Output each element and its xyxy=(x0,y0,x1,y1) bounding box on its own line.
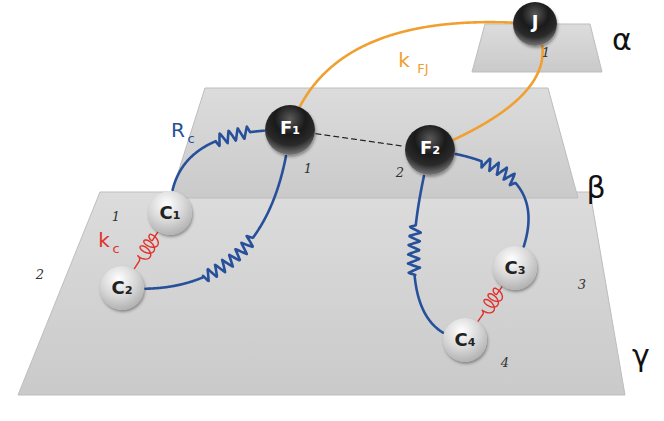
coupling-arc xyxy=(300,22,512,106)
dark-sphere: J xyxy=(513,2,557,46)
level-letter: β xyxy=(586,173,605,203)
resistance-symbol: R xyxy=(171,120,185,140)
dashed-link xyxy=(316,134,404,147)
light-sphere: C₄ xyxy=(443,318,487,362)
resistor-link xyxy=(408,176,443,333)
spring-constant-symbol: k xyxy=(98,230,110,250)
level-letter: γ xyxy=(632,341,650,371)
resistor-link xyxy=(173,127,264,190)
sphere-label: F₂ xyxy=(420,139,440,157)
beta-plane xyxy=(170,88,578,198)
resistance-subscript: c xyxy=(187,132,194,145)
resistor-link xyxy=(146,156,286,289)
gamma-plane xyxy=(18,192,625,395)
dark-sphere: F₁ xyxy=(265,105,315,155)
plane-index: 3 xyxy=(578,278,586,291)
spring-link xyxy=(134,233,158,269)
light-sphere: C₂ xyxy=(100,266,144,310)
sphere-label: F₁ xyxy=(280,119,300,137)
sphere-label: C₁ xyxy=(159,204,180,222)
plane-index: 2 xyxy=(396,166,404,179)
spring-constant-subscript: FJ xyxy=(417,62,428,75)
spring-link xyxy=(478,287,502,321)
dark-sphere: F₂ xyxy=(405,125,455,175)
level-letter: α xyxy=(612,25,632,55)
light-sphere: C₁ xyxy=(148,191,192,235)
plane-index: 4 xyxy=(501,356,509,369)
sphere-label: C₄ xyxy=(454,331,475,349)
sphere-label: C₂ xyxy=(111,279,132,297)
sphere-label: C₃ xyxy=(504,259,525,277)
plane-index: 1 xyxy=(112,210,120,223)
plane-index: 2 xyxy=(36,268,44,281)
resistor-link xyxy=(456,154,529,246)
spring-constant-subscript: c xyxy=(112,242,119,255)
coupling-arc xyxy=(454,46,543,140)
spring-constant-symbol: k xyxy=(398,50,410,70)
light-sphere: C₃ xyxy=(493,246,537,290)
plane-index: 1 xyxy=(542,46,550,59)
plane-index: 1 xyxy=(304,162,312,175)
sphere-label: J xyxy=(532,13,539,31)
